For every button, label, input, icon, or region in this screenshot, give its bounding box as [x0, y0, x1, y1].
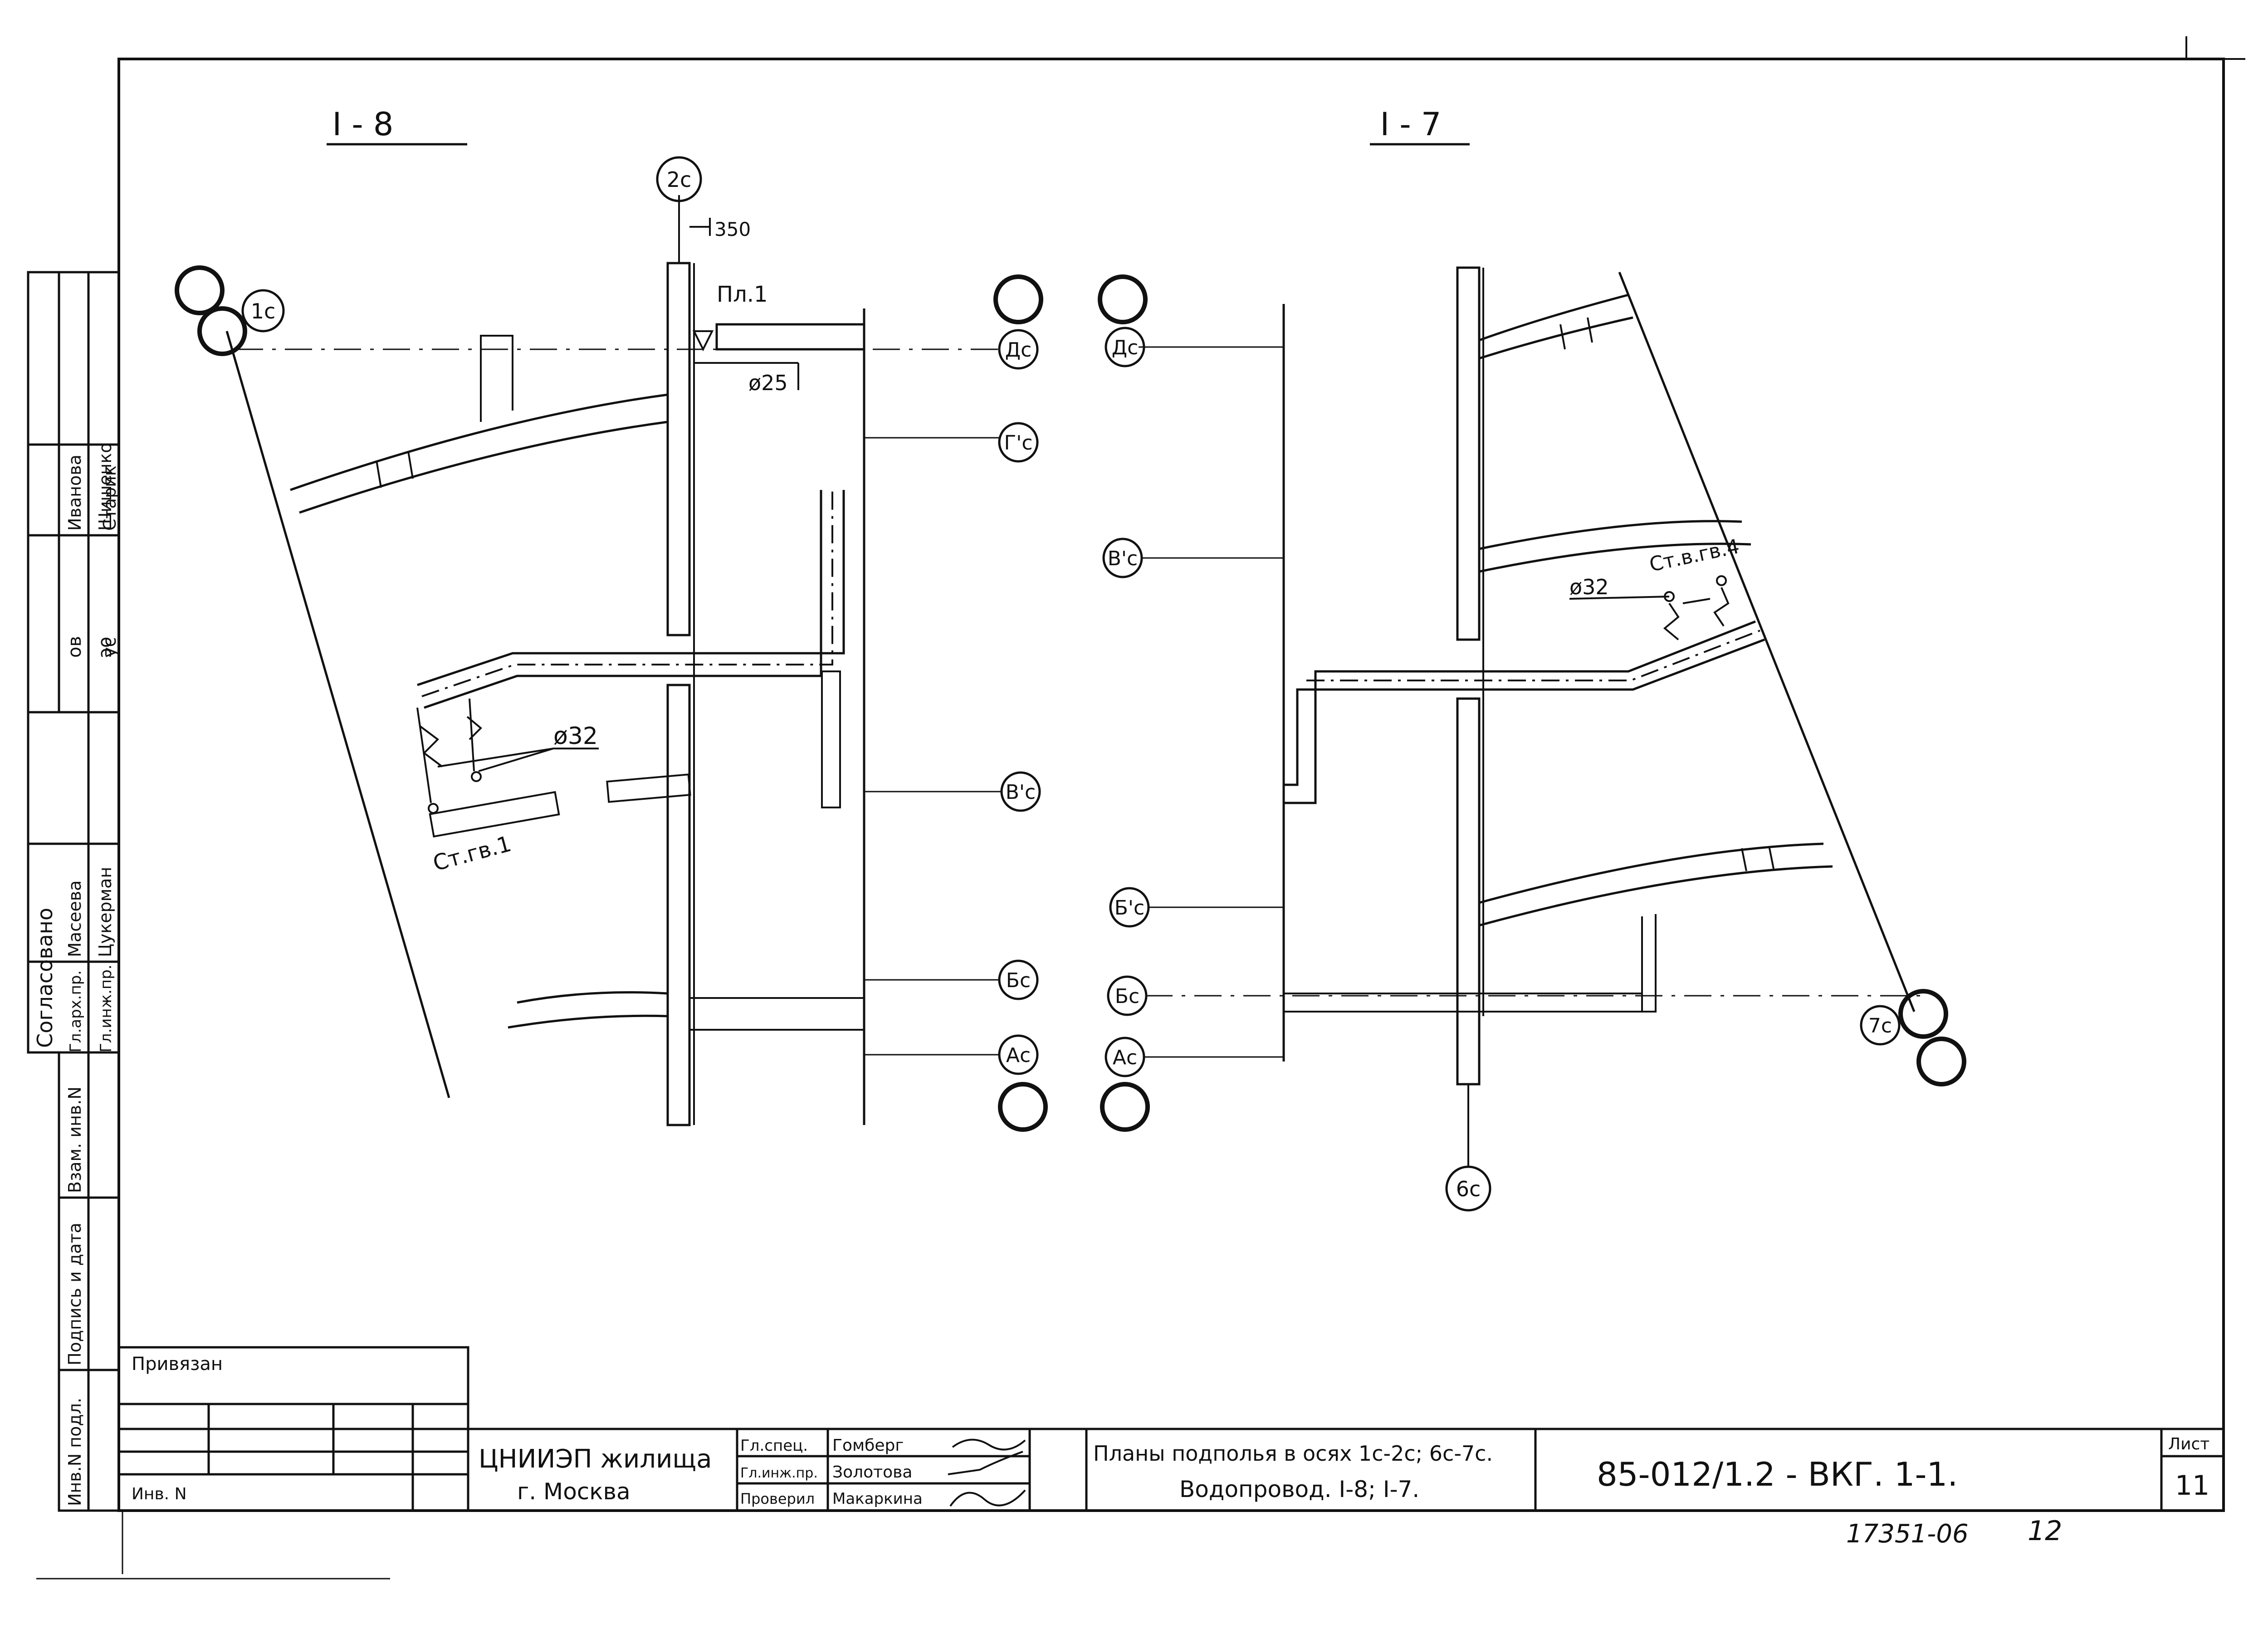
stamp-sign-name-3: Старик	[100, 465, 120, 531]
staff-role-3: Проверил	[740, 1490, 815, 1507]
staff-role-2: Гл.инж.пр.	[740, 1465, 818, 1481]
page-number: 12	[2028, 1515, 2062, 1547]
left-plan-title: I - 8	[332, 106, 394, 143]
axis-ac-left: Ас	[1006, 1044, 1031, 1067]
stamp-agreed-name-2: Цукерман	[95, 867, 115, 957]
sheet-number: 11	[2175, 1470, 2209, 1502]
axis-vc-right: В'с	[1108, 547, 1138, 570]
staff-role-1: Гл.спец.	[740, 1437, 808, 1455]
stamp-inv-orig: Инв.N подл.	[65, 1398, 85, 1506]
valve-group-right	[1569, 575, 1730, 641]
stamp-agreed-role-1: Гл.арх.пр.	[67, 970, 85, 1052]
axis-7c: 7с	[1868, 1014, 1892, 1037]
axis-gc-left: Г'с	[1004, 431, 1032, 455]
axis-1c: 1с	[251, 299, 276, 323]
stamp-sign-code-1: ов	[64, 636, 85, 658]
drawing-title-1: Планы подполья в осях 1с-2с; 6с-7с.	[1093, 1441, 1493, 1466]
linked-label: Привязан	[132, 1354, 223, 1375]
axis-b1c-right: Б'с	[1114, 896, 1144, 920]
staff-name-1: Гомберг	[832, 1436, 904, 1455]
stamp-agreed-name-1: Масеева	[65, 881, 85, 957]
plan-i-7: I - 7	[1098, 106, 1966, 1212]
axis-dc-right: Дс	[1112, 336, 1139, 359]
axis-bc-left: Бс	[1006, 969, 1031, 992]
stamp-agreed-header: Согласовано	[33, 908, 57, 1048]
stamp-replace-inv: Взам. инв.N	[65, 1086, 85, 1193]
archive-number: 17351-06	[1846, 1519, 1969, 1549]
title-block: Привязан Инв. N ЦНИИЭП жилища г. Москва …	[117, 1346, 2224, 1512]
stamp-sign-code-2: эо	[95, 637, 116, 658]
org-city: г. Москва	[517, 1478, 631, 1505]
signatures	[948, 1438, 1026, 1507]
riser-label-right: Ст.в.гв.4	[1647, 535, 1742, 577]
axis-vc-left: В'с	[1006, 781, 1036, 804]
stamp-sign-code-3: ус	[99, 637, 120, 658]
stamp-sign-name-1: Иванова	[65, 455, 85, 531]
pipe-d25-label: ø25	[748, 371, 788, 395]
axis-bc-right: Бс	[1115, 985, 1139, 1008]
org-name: ЦНИИЭП жилища	[479, 1444, 712, 1474]
staff-name-3: Макаркина	[832, 1490, 923, 1508]
stamp-sign-name-2: Шишенко	[95, 442, 115, 531]
stamp-sign-date: Подпись и дата	[65, 1223, 85, 1365]
staff-name-2: Золотова	[832, 1463, 912, 1482]
dimension-350: 350	[714, 218, 751, 240]
valve-group-left	[416, 698, 599, 814]
right-plan-title: I - 7	[1380, 106, 1442, 143]
sheet-label: Лист	[2168, 1435, 2209, 1453]
inv-n-label: Инв. N	[132, 1485, 187, 1503]
note-pl1: Пл.1	[717, 282, 768, 307]
pipe-d32-label-left: ø32	[553, 723, 598, 750]
drawing-title-2: Водопровод. I-8; I-7.	[1179, 1476, 1419, 1502]
axis-ac-right: Ас	[1113, 1046, 1137, 1069]
axis-6c: 6с	[1456, 1177, 1481, 1201]
axis-2c: 2с	[667, 167, 692, 192]
stamp-agreed-role-2: Гл.инж.пр.	[97, 964, 115, 1052]
riser-label-left: Ст.гв.1	[430, 831, 514, 876]
plan-i-8: I - 8	[175, 106, 1048, 1132]
doc-code: 85-012/1.2 - ВКГ. 1-1.	[1597, 1455, 1958, 1493]
axis-dc-left: Дс	[1005, 338, 1032, 362]
pipe-d32-label-right: ø32	[1569, 575, 1609, 599]
agreement-stamp: Согласовано Гл.арх.пр. Масеева Гл.инж.пр…	[27, 271, 120, 1512]
